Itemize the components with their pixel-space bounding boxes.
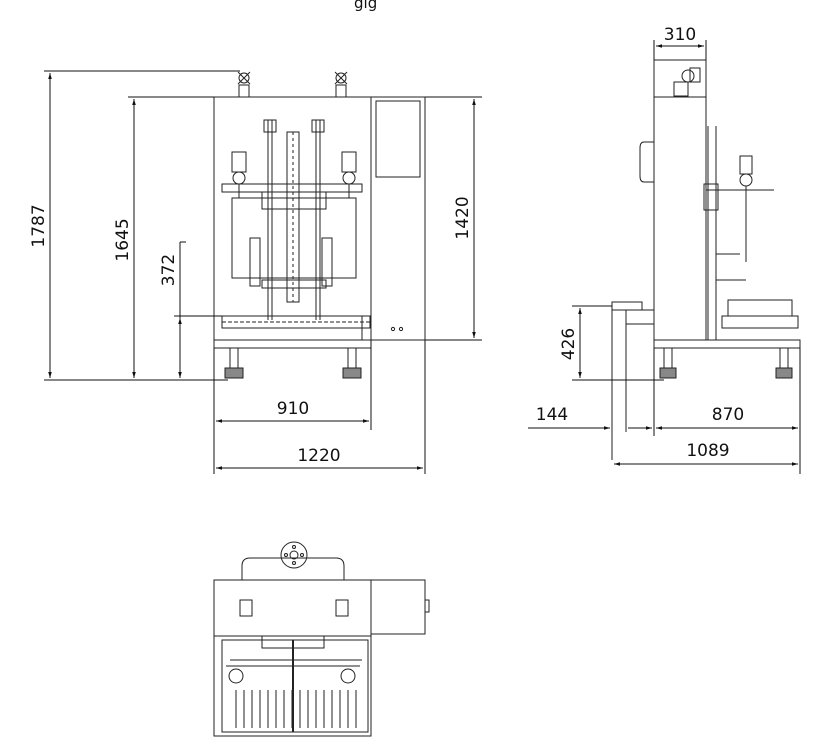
side-leg-left — [659, 347, 677, 379]
side-view — [611, 59, 801, 460]
dim-frame-depth: 870 — [712, 405, 744, 425]
dim-inner-width: 910 — [277, 399, 309, 419]
side-handle — [639, 141, 654, 183]
side-top-valve — [673, 67, 701, 97]
front-filling-valve-left — [231, 151, 247, 198]
side-filling-valve — [739, 155, 753, 262]
front-filling-valve-right — [341, 151, 357, 198]
top-lower-valve-right — [340, 668, 356, 684]
dim-tray-offset: 144 — [536, 405, 568, 425]
dim-top-width: 310 — [664, 25, 696, 45]
front-electric-box — [370, 96, 426, 341]
dim-tray-height: 372 — [159, 254, 179, 286]
dim-overall-width: 1220 — [297, 446, 340, 466]
front-carriage — [261, 191, 327, 210]
top-valve-left — [239, 599, 253, 617]
top-valve-right — [335, 599, 349, 617]
side-dimensions — [528, 40, 801, 474]
drawing-title-fragment: gig — [354, 0, 377, 12]
top-handle — [241, 557, 345, 580]
dim-overall-depth: 1089 — [686, 441, 729, 461]
side-crate — [727, 299, 793, 317]
side-base-plate — [653, 339, 801, 349]
dim-table-height: 426 — [559, 328, 579, 360]
front-top-valve-right — [334, 71, 348, 98]
top-crate-area — [221, 639, 369, 733]
side-leg-right — [775, 347, 793, 379]
top-electric-box — [370, 579, 426, 635]
front-cross-beam — [221, 183, 363, 193]
top-crate-slats — [235, 690, 357, 728]
front-inner-frame — [231, 197, 357, 279]
top-view — [213, 541, 430, 737]
front-leg-left — [224, 347, 244, 379]
top-round-valve — [280, 541, 308, 569]
top-main-body — [213, 579, 372, 637]
top-lower-valve-left — [228, 668, 244, 684]
front-leg-right — [342, 347, 362, 379]
front-view — [213, 71, 426, 379]
dim-overall-height: 1787 — [29, 204, 49, 247]
front-electric-panel — [375, 100, 421, 178]
dim-cabinet-height: 1420 — [453, 196, 473, 239]
front-base-plate — [213, 339, 372, 349]
side-conveyor-platform — [611, 301, 643, 311]
front-dimensions — [44, 70, 482, 474]
dim-frame-height: 1645 — [113, 218, 133, 261]
side-main-column — [653, 59, 707, 341]
front-top-valve-left — [237, 71, 251, 98]
